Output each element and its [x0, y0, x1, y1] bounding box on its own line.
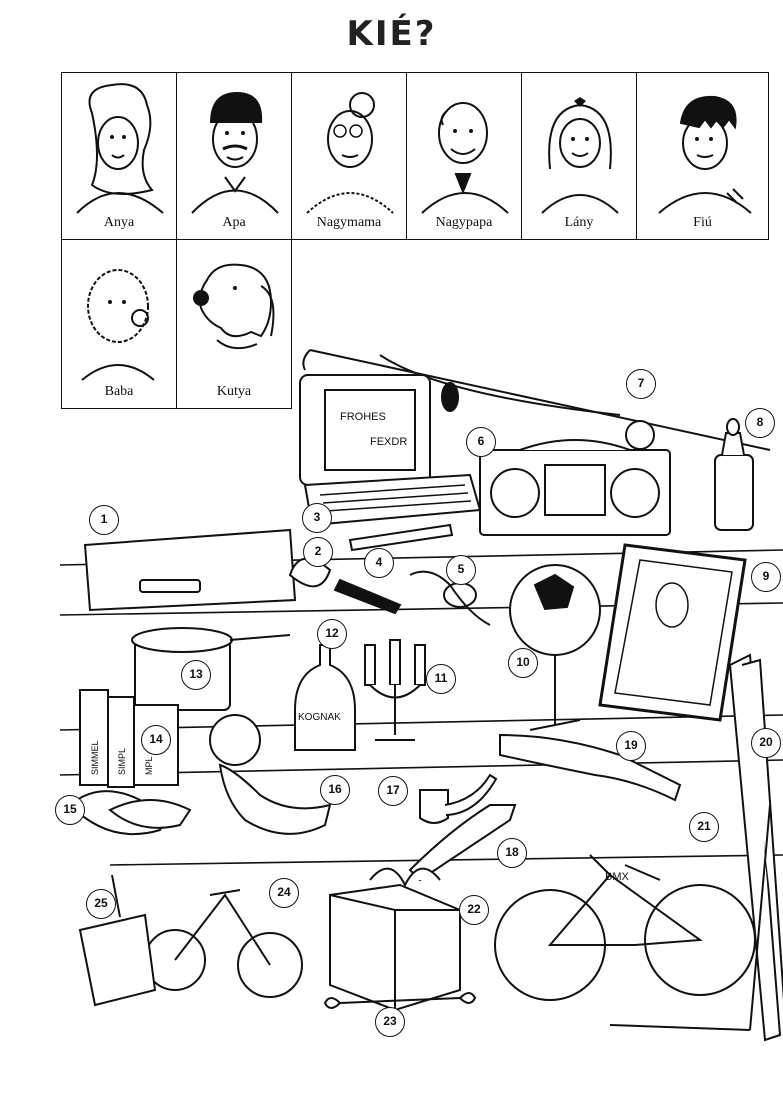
number-marker-3: 3 [302, 503, 332, 533]
fishing-rod-icon [302, 349, 771, 451]
number-marker-2: 2 [303, 537, 333, 567]
framed-picture-icon [598, 543, 747, 722]
book-title-3: MPL [144, 756, 154, 775]
candelabra-icon [364, 639, 426, 741]
cognac-bottle-icon: KOGNAK [294, 644, 356, 751]
number-marker-23: 23 [375, 1007, 405, 1037]
number-marker-4: 4 [364, 548, 394, 578]
computer-icon: FROHES FEXDR [299, 374, 482, 527]
number-marker-13: 13 [181, 660, 211, 690]
number-marker-16: 16 [320, 775, 350, 805]
dog-portrait-icon [193, 263, 275, 350]
number-marker-21: 21 [689, 812, 719, 842]
number-marker-17: 17 [378, 776, 408, 806]
number-marker-5: 5 [446, 555, 476, 585]
person-cell-lany: Lány [521, 72, 637, 240]
monitor-text-1: FROHES [340, 411, 386, 423]
person-label: Apa [222, 215, 246, 230]
number-marker-20: 20 [751, 728, 781, 758]
person-label: Anya [103, 215, 135, 230]
number-marker-25: 25 [86, 889, 116, 919]
number-marker-12: 12 [317, 619, 347, 649]
number-marker-24: 24 [269, 878, 299, 908]
number-marker-22: 22 [459, 895, 489, 925]
person-label: Nagymama [316, 215, 382, 230]
girl-portrait-icon [541, 97, 619, 214]
alarm-clock-icon [625, 420, 655, 450]
book-title-2: SIMPL [117, 748, 127, 775]
mother-portrait-icon [76, 83, 164, 214]
person-label: Lány [564, 215, 594, 230]
sash-icon [499, 733, 682, 802]
number-marker-9: 9 [751, 562, 781, 592]
bike-label-text: BMX [605, 871, 630, 883]
bottle-label-text: KOGNAK [298, 712, 341, 723]
baby-portrait-icon [81, 269, 155, 381]
number-marker-11: 11 [426, 664, 456, 694]
grandmother-portrait-icon [306, 92, 394, 214]
person-cell-nagypapa: Nagypapa [406, 72, 522, 240]
family-grid: Anya Apa Nagymama [61, 72, 769, 409]
page-title: KIÉ? [346, 14, 437, 54]
book-title-1: SIMMEL [90, 740, 100, 775]
doll-icon [209, 714, 332, 835]
person-cell-nagymama: Nagymama [291, 72, 407, 240]
person-label: Baba [104, 384, 134, 399]
boy-portrait-icon [658, 95, 752, 214]
number-marker-10: 10 [508, 648, 538, 678]
items-scene: FROHES FEXDR [59, 349, 783, 1042]
pot-icon [131, 627, 291, 711]
number-marker-19: 19 [616, 731, 646, 761]
scooter-icon [609, 804, 771, 1031]
person-label: Fiú [693, 215, 712, 230]
monitor-text-2: FEXDR [370, 436, 407, 448]
number-marker-7: 7 [626, 369, 656, 399]
suitcase-icon [83, 528, 297, 612]
number-marker-1: 1 [89, 505, 119, 535]
toy-radio-icon [78, 874, 157, 1007]
pipe-icon [419, 773, 498, 824]
boombox-icon [479, 439, 671, 536]
number-marker-15: 15 [55, 795, 85, 825]
person-label: Nagypapa [435, 215, 493, 230]
gift-box-icon [329, 867, 461, 1012]
person-cell-anya: Anya [61, 72, 177, 240]
person-cell-baba: Baba [61, 239, 177, 409]
number-marker-18: 18 [497, 838, 527, 868]
person-label: Kutya [216, 384, 252, 399]
person-cell-fiu: Fiú [636, 72, 769, 240]
football-icon [509, 564, 601, 731]
number-marker-8: 8 [745, 408, 775, 438]
skis-icon [728, 653, 783, 1042]
slippers-icon [68, 790, 192, 836]
grandfather-portrait-icon [421, 102, 509, 214]
number-marker-6: 6 [466, 427, 496, 457]
baby-bottle-icon [714, 418, 754, 531]
bone-icon [323, 992, 477, 1009]
person-cell-apa: Apa [176, 72, 292, 240]
number-marker-14: 14 [141, 725, 171, 755]
father-portrait-icon [191, 91, 279, 214]
bmx-bike-icon: BMX [494, 854, 756, 1001]
person-cell-kutya: Kutya [176, 239, 292, 409]
